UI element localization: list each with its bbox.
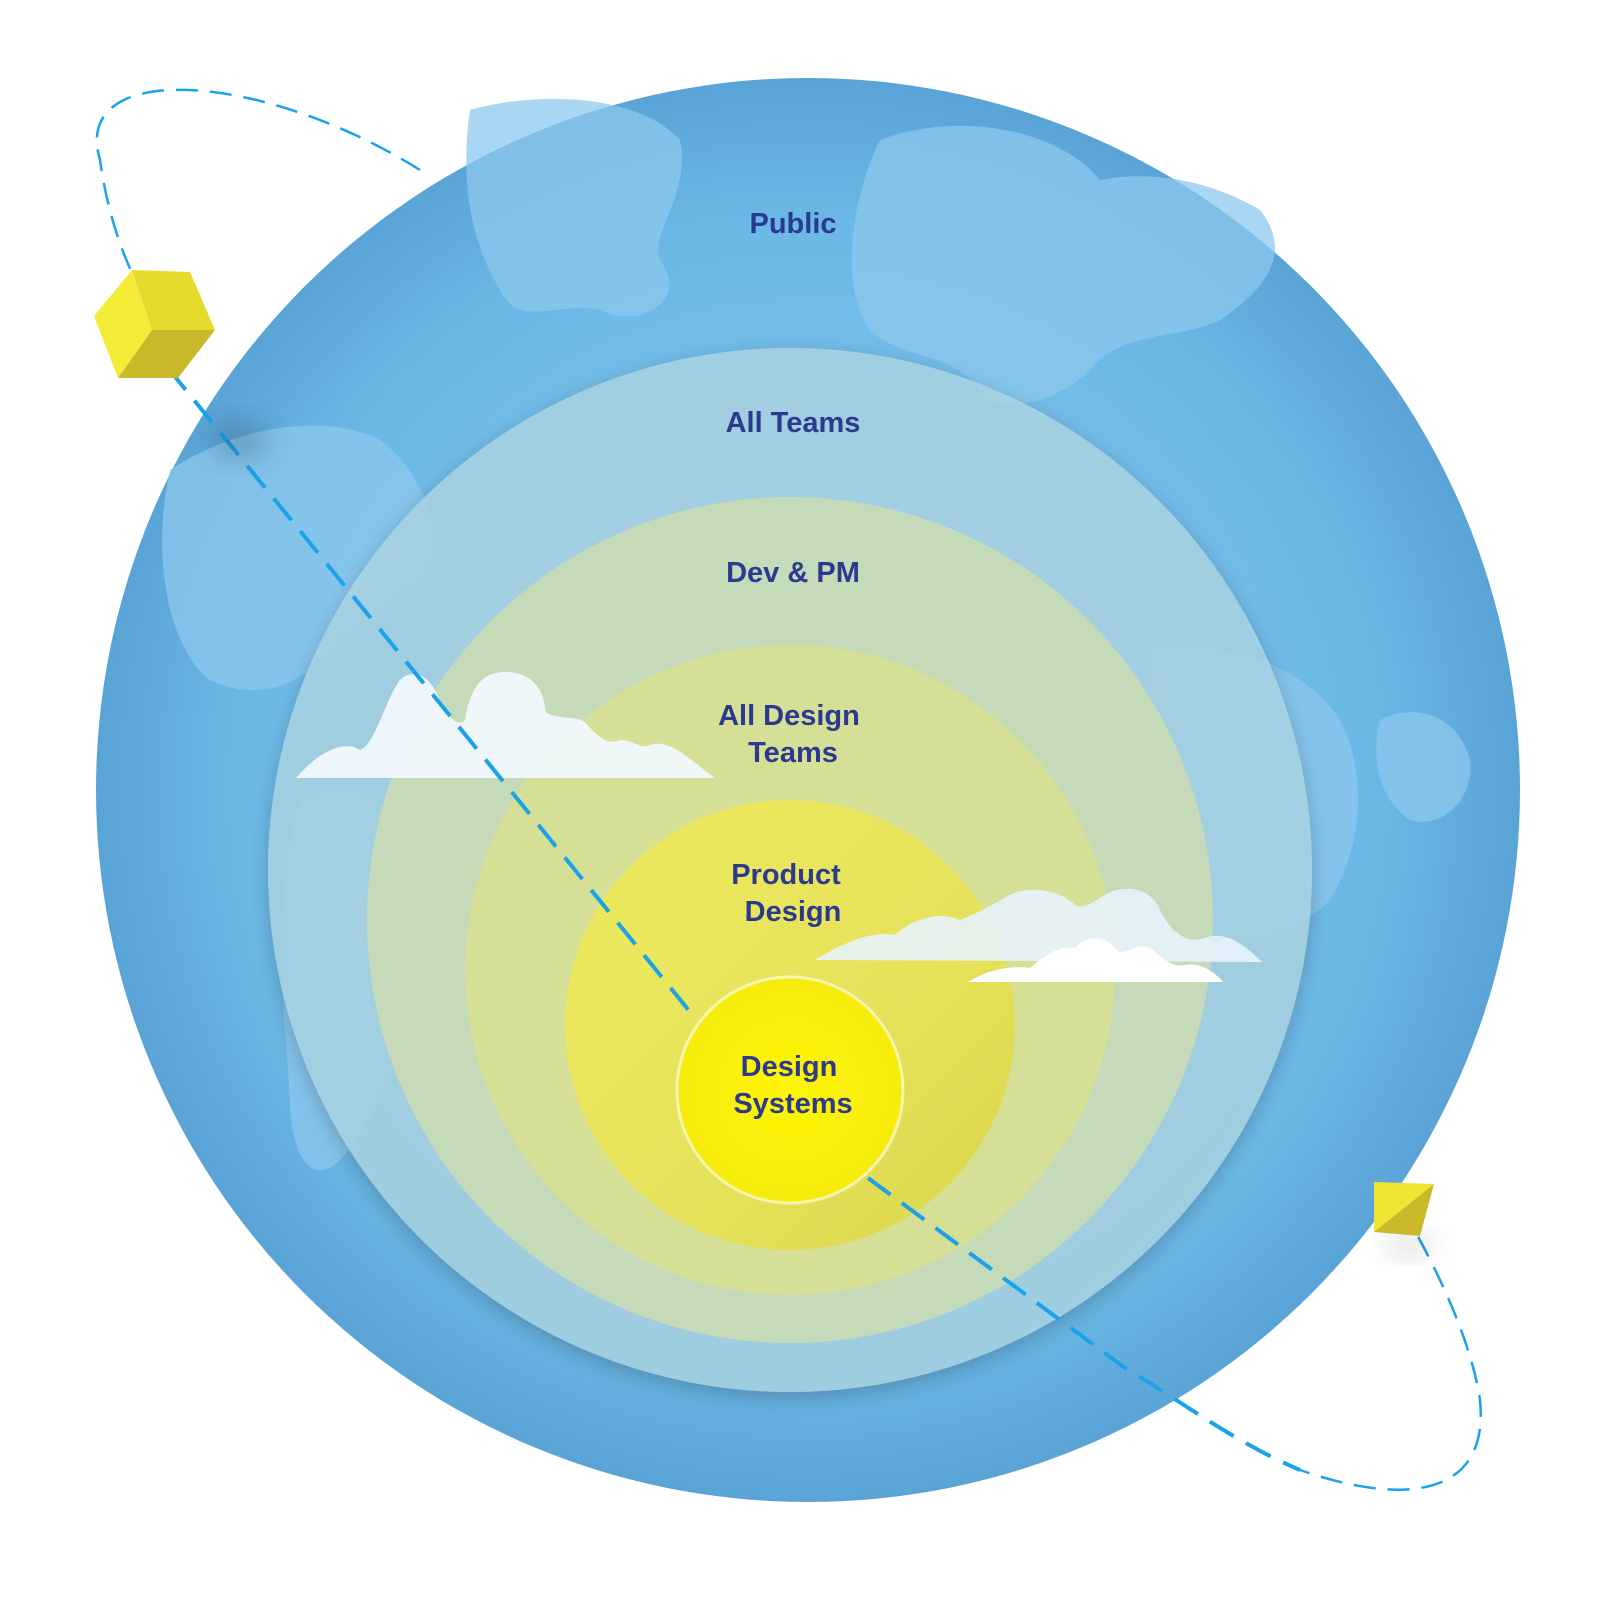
core-design-systems	[675, 975, 905, 1205]
ring-labels: Public All Teams Dev & PM All Design Tea…	[718, 208, 868, 1120]
cloud-right-back-icon	[815, 888, 1262, 962]
label-product-design: Product Design	[731, 859, 849, 928]
orbit-front	[166, 366, 1301, 1472]
rings	[268, 348, 1312, 1392]
label-design-systems: Design Systems	[733, 1051, 852, 1120]
label-all-design-teams: All Design Teams	[718, 700, 868, 769]
orbit-back	[95, 88, 1483, 1491]
label-all-teams: All Teams	[726, 407, 861, 439]
satellite-cube-left-icon	[94, 270, 270, 458]
cloud-left-icon	[296, 671, 715, 778]
label-public: Public	[749, 208, 836, 240]
label-dev-pm: Dev & PM	[726, 557, 860, 589]
satellite-cube-right-icon	[1374, 1182, 1436, 1255]
cloud-right-front-icon	[968, 938, 1223, 982]
